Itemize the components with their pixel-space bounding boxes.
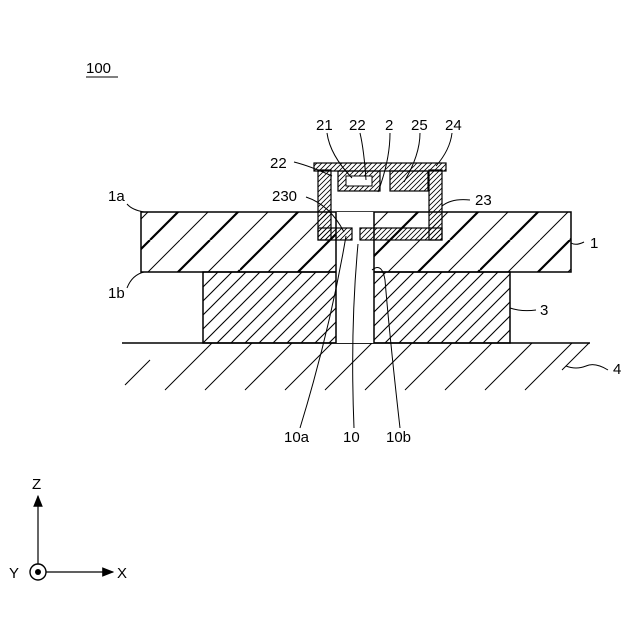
coordinate-axes: Z Y X: [9, 476, 127, 582]
axis-label-z: Z: [32, 476, 41, 493]
ground-4: [122, 343, 590, 390]
label-1a: 1a: [108, 188, 125, 205]
label-22-left: 22: [270, 155, 287, 172]
label-24: 24: [445, 117, 462, 134]
label-2: 2: [385, 117, 393, 134]
axis-label-x: X: [117, 565, 127, 582]
label-3: 3: [540, 302, 548, 319]
lid-24: [314, 163, 446, 171]
label-4: 4: [613, 361, 621, 378]
label-10a: 10a: [284, 429, 310, 446]
label-1: 1: [590, 235, 598, 252]
figure-number: 100: [86, 60, 111, 77]
label-22-top: 22: [349, 117, 366, 134]
label-1b: 1b: [108, 285, 125, 302]
axis-label-y: Y: [9, 565, 19, 582]
cavity-inner-22: [346, 176, 372, 186]
label-21: 21: [316, 117, 333, 134]
label-230: 230: [272, 188, 297, 205]
label-10: 10: [343, 429, 360, 446]
label-25: 25: [411, 117, 428, 134]
label-23: 23: [475, 192, 492, 209]
label-10b: 10b: [386, 429, 411, 446]
